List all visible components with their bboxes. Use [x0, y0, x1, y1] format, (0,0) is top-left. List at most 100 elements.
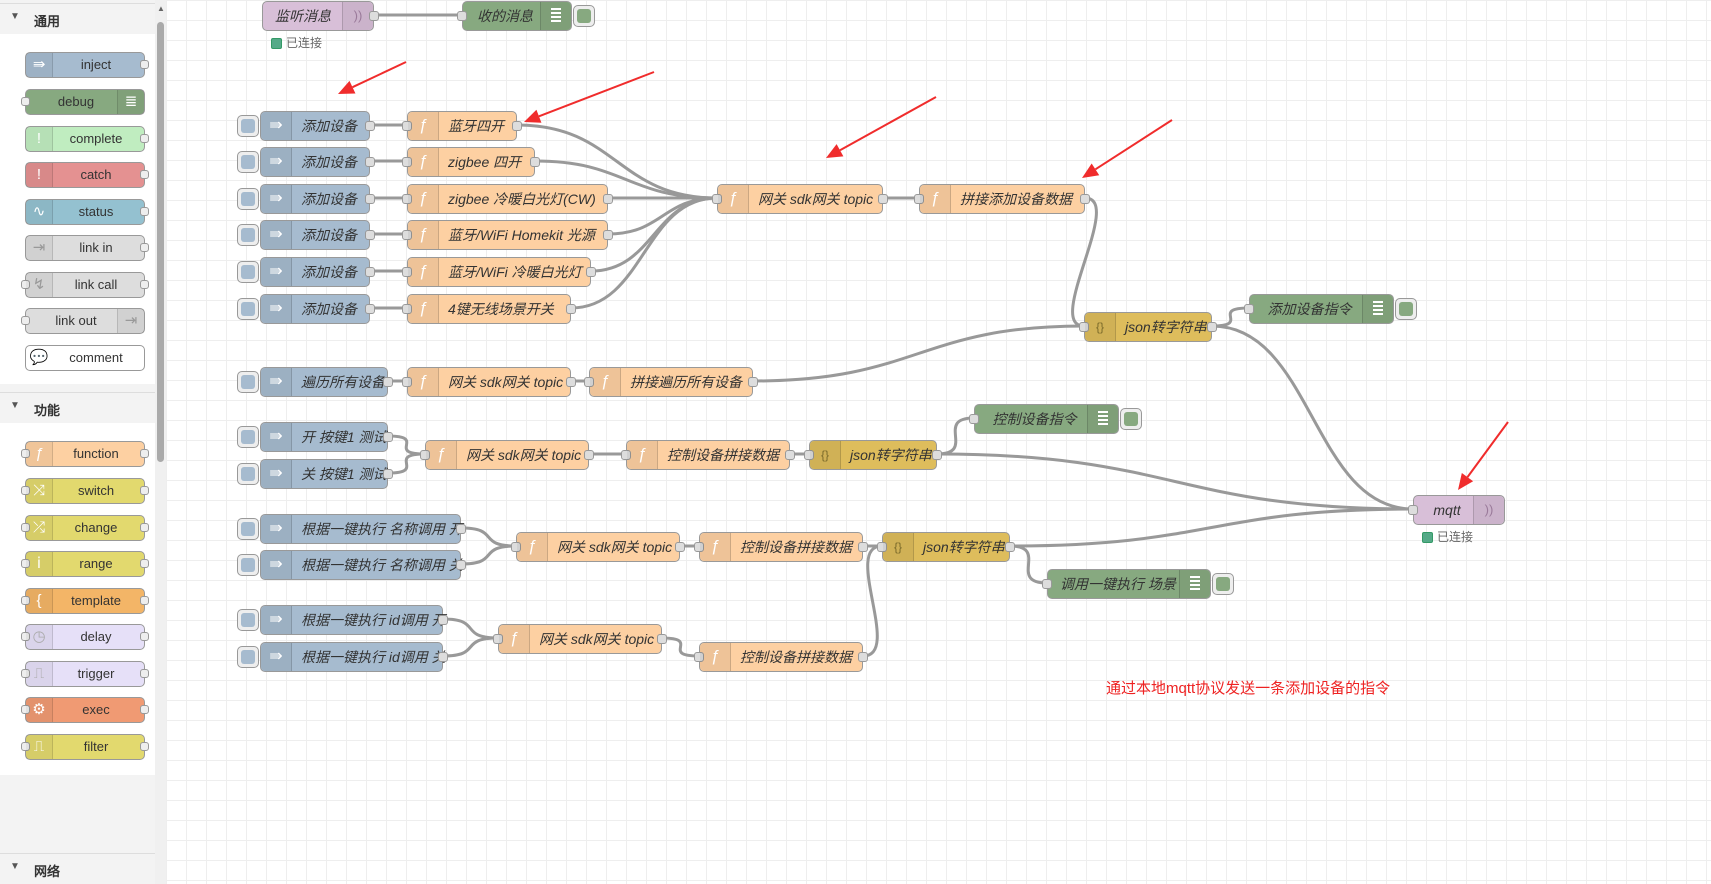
inject-trigger-button[interactable]: [237, 261, 259, 283]
output-port[interactable]: [456, 560, 466, 570]
palette-node-link-in[interactable]: ⇥ link in: [25, 235, 149, 261]
output-port[interactable]: [858, 652, 868, 662]
output-port[interactable]: [365, 157, 375, 167]
palette-node-switch[interactable]: ⤨ switch: [21, 478, 149, 504]
wire[interactable]: [752, 324, 1085, 383]
output-port[interactable]: [365, 194, 375, 204]
output-port[interactable]: [365, 230, 375, 240]
inject-node-add-device-3[interactable]: ⇛添加设备: [237, 184, 375, 214]
palette-node-catch[interactable]: ! catch: [25, 162, 149, 188]
inject-trigger-button[interactable]: [237, 554, 259, 576]
output-port[interactable]: [369, 11, 379, 21]
input-port[interactable]: [511, 542, 521, 552]
palette-category-common[interactable]: ▼ 通用: [0, 3, 155, 34]
palette-node-comment[interactable]: 💬 comment: [25, 345, 145, 371]
inject-node-scene-id-on[interactable]: ⇛根据一键执行 id调用 开: [237, 605, 448, 635]
output-port[interactable]: [1005, 542, 1015, 552]
wire[interactable]: [1009, 507, 1414, 548]
inject-node-add-device-1[interactable]: ⇛添加设备: [237, 111, 375, 141]
input-port[interactable]: [457, 11, 467, 21]
output-port[interactable]: [365, 121, 375, 131]
input-port[interactable]: [694, 652, 704, 662]
flow-workspace[interactable]: ))监听消息已连接收的消息⇛添加设备⇛添加设备⇛添加设备⇛添加设备⇛添加设备⇛添…: [166, 0, 1711, 884]
palette-node-inject[interactable]: ⇛ inject: [25, 52, 149, 78]
output-port[interactable]: [675, 542, 685, 552]
palette-node-link-out[interactable]: link out ⇥: [21, 308, 145, 334]
palette-node-status[interactable]: ∿ status: [25, 199, 149, 225]
output-port[interactable]: [748, 377, 758, 387]
inject-node-traverse[interactable]: ⇛遍历所有设备: [237, 367, 393, 397]
output-port[interactable]: [586, 267, 596, 277]
input-port[interactable]: [402, 121, 412, 131]
wire[interactable]: [460, 544, 517, 566]
output-port[interactable]: [438, 615, 448, 625]
inject-node-add-device-4[interactable]: ⇛添加设备: [237, 220, 375, 250]
input-port[interactable]: [402, 230, 412, 240]
wire[interactable]: [936, 452, 1414, 511]
inject-node-add-device-2[interactable]: ⇛添加设备: [237, 147, 375, 177]
output-port[interactable]: [603, 194, 613, 204]
palette-node-range[interactable]: ⅰ range: [21, 551, 149, 577]
debug-toggle-button[interactable]: [573, 5, 595, 27]
output-port[interactable]: [365, 304, 375, 314]
debug-node-scene-call[interactable]: 调用一键执行 场景: [1042, 569, 1234, 599]
output-port[interactable]: [383, 469, 393, 479]
inject-trigger-button[interactable]: [237, 298, 259, 320]
debug-node-add-cmd[interactable]: 添加设备指令: [1244, 294, 1417, 324]
input-port[interactable]: [402, 304, 412, 314]
output-port[interactable]: [383, 432, 393, 442]
wire[interactable]: [442, 617, 499, 640]
wire[interactable]: [442, 636, 499, 658]
output-port[interactable]: [1080, 194, 1090, 204]
output-port[interactable]: [657, 634, 667, 644]
inject-node-scene-id-off[interactable]: ⇛根据一键执行 id调用 关: [237, 642, 448, 672]
debug-node-control-cmd[interactable]: 控制设备指令: [969, 404, 1142, 434]
wire[interactable]: [534, 159, 718, 200]
output-port[interactable]: [932, 450, 942, 460]
inject-node-scene-name-on[interactable]: ⇛根据一键执行 名称调用 开: [237, 514, 466, 544]
output-port[interactable]: [365, 267, 375, 277]
inject-node-key1-off[interactable]: ⇛关 按键1 测试: [237, 459, 393, 489]
input-port[interactable]: [694, 542, 704, 552]
wire[interactable]: [570, 196, 718, 310]
debug-toggle-button[interactable]: [1212, 573, 1234, 595]
input-port[interactable]: [1042, 579, 1052, 589]
output-port[interactable]: [785, 450, 795, 460]
input-port[interactable]: [402, 194, 412, 204]
debug-toggle-button[interactable]: [1120, 408, 1142, 430]
palette-node-complete[interactable]: ! complete: [25, 126, 149, 152]
inject-node-add-device-6[interactable]: ⇛添加设备: [237, 294, 375, 324]
wire[interactable]: [1009, 544, 1048, 585]
palette-node-debug[interactable]: debug ≣: [21, 89, 145, 115]
palette-node-exec[interactable]: ⚙ exec: [21, 697, 149, 723]
wire[interactable]: [1071, 196, 1098, 328]
inject-node-add-device-5[interactable]: ⇛添加设备: [237, 257, 375, 287]
input-port[interactable]: [402, 157, 412, 167]
inject-node-scene-name-off[interactable]: ⇛根据一键执行 名称调用 关: [237, 550, 466, 580]
output-port[interactable]: [858, 542, 868, 552]
input-port[interactable]: [712, 194, 722, 204]
palette-node-function[interactable]: ƒ function: [21, 441, 149, 467]
inject-trigger-button[interactable]: [237, 518, 259, 540]
output-port[interactable]: [438, 652, 448, 662]
inject-trigger-button[interactable]: [237, 371, 259, 393]
json-node-2[interactable]: {}json转字符串: [804, 440, 942, 470]
input-port[interactable]: [1408, 505, 1418, 515]
input-port[interactable]: [914, 194, 924, 204]
output-port[interactable]: [603, 230, 613, 240]
output-port[interactable]: [566, 304, 576, 314]
